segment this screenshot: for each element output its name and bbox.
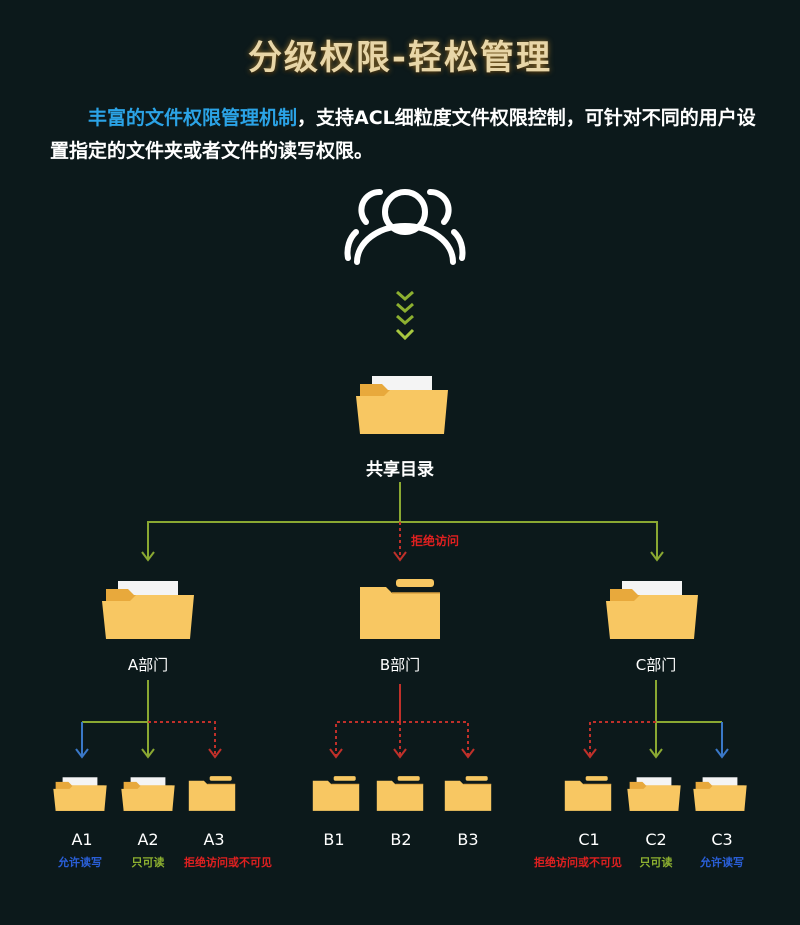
- leaf-c2-label: C2: [645, 830, 667, 849]
- c1-folder-icon: [564, 775, 612, 812]
- dept-a-folder-icon: [102, 581, 194, 639]
- shared-folder-icon: [356, 376, 448, 434]
- dept-b-label: B部门: [379, 656, 421, 674]
- perm-a1: 允许读写: [58, 856, 102, 869]
- level1-connectors: [141, 482, 664, 562]
- dept-c-folder-icon: [606, 581, 698, 639]
- leaf-c3-label: C3: [711, 830, 733, 849]
- perm-a2: 只可读: [131, 856, 165, 869]
- leaf-c1-label: C1: [578, 830, 600, 849]
- description: 丰富的文件权限管理机制，支持ACL细粒度文件权限控制，可针对不同的用户设置指定的…: [50, 102, 760, 168]
- perm-c2: 只可读: [639, 856, 673, 869]
- dept-c-label: C部门: [635, 656, 677, 674]
- dept-b-folder-icon: [359, 578, 441, 640]
- description-highlight: 丰富的文件权限管理机制: [88, 107, 298, 129]
- level2-connectors: [75, 680, 729, 759]
- page-title: 分级权限-轻松管理: [247, 38, 553, 78]
- a1-folder-icon: [53, 777, 107, 811]
- leaf-a3-label: A3: [203, 830, 225, 849]
- perm-c1: 拒绝访问或不可见: [534, 856, 622, 869]
- b3-folder-icon: [444, 775, 492, 812]
- c3-folder-icon: [693, 777, 747, 811]
- leaf-b3-label: B3: [457, 830, 479, 849]
- b1-folder-icon: [312, 775, 360, 812]
- a2-folder-icon: [121, 777, 175, 811]
- chevrons-down-icon: [395, 290, 415, 341]
- leaf-b1-label: B1: [323, 830, 345, 849]
- c2-folder-icon: [627, 777, 681, 811]
- b2-folder-icon: [376, 775, 424, 812]
- root-label: 共享目录: [366, 460, 434, 480]
- leaf-b2-label: B2: [390, 830, 412, 849]
- perm-c3: 允许读写: [700, 856, 744, 869]
- leaf-a1-label: A1: [71, 830, 93, 849]
- description-text: ，支持ACL细粒度文件权限控制，可针对不同的用户设置指定的文件夹或者文件的读写权…: [50, 107, 756, 162]
- deny-access-label: 拒绝访问: [411, 534, 460, 548]
- a3-folder-icon: [188, 775, 236, 812]
- dept-a-label: A部门: [127, 656, 169, 674]
- perm-a3: 拒绝访问或不可见: [184, 856, 272, 869]
- users-icon: [344, 189, 466, 265]
- leaf-a2-label: A2: [137, 830, 159, 849]
